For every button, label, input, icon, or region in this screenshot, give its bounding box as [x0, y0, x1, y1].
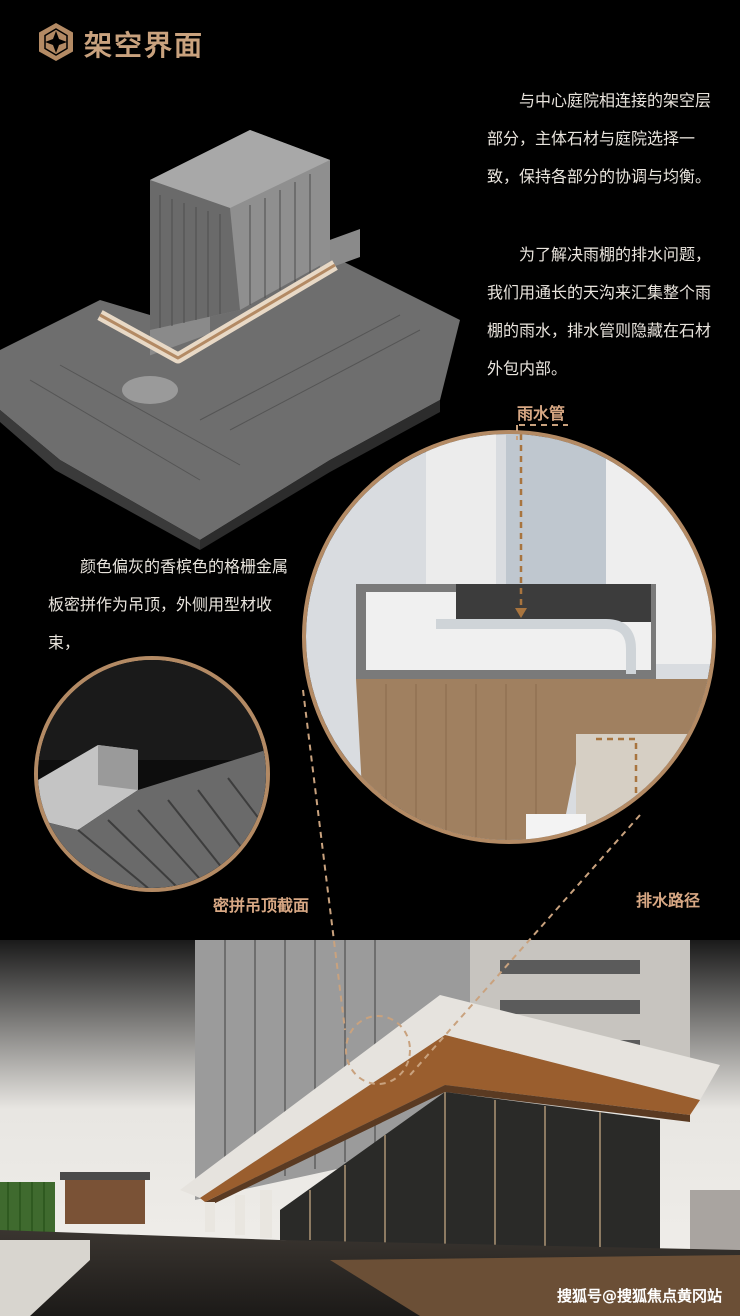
ceiling-section-illustration — [38, 660, 266, 888]
rain-pipe-label: 雨水管 — [517, 404, 566, 423]
building-rendering — [0, 940, 740, 1316]
hexagon-emblem-icon — [39, 23, 73, 61]
ceiling-detail-circle — [34, 656, 270, 892]
description-paragraph-3: 颜色偏灰的香槟色的格栅金属板密拼作为吊顶，外侧用型材收束， — [48, 557, 289, 652]
description-paragraph-2: 为了解决雨棚的排水问题，我们用通长的天沟来汇集整个雨棚的雨水，排水管则隐藏在石材… — [487, 245, 712, 378]
drainage-detail-circle — [302, 430, 716, 844]
ceiling-section-label: 密拼吊顶截面 — [213, 896, 310, 915]
page-title: 架空界面 — [84, 29, 205, 62]
watermark-credit: 搜狐号@搜狐焦点黄冈站 — [556, 1287, 722, 1305]
description-paragraph-1: 与中心庭院相连接的架空层部分，主体石材与庭院选择一致，保持各部分的协调与均衡。 — [487, 91, 712, 186]
aerial-model-illustration — [0, 130, 460, 550]
drain-path-label: 排水路径 — [636, 891, 701, 910]
drainage-detail-illustration — [306, 434, 712, 840]
